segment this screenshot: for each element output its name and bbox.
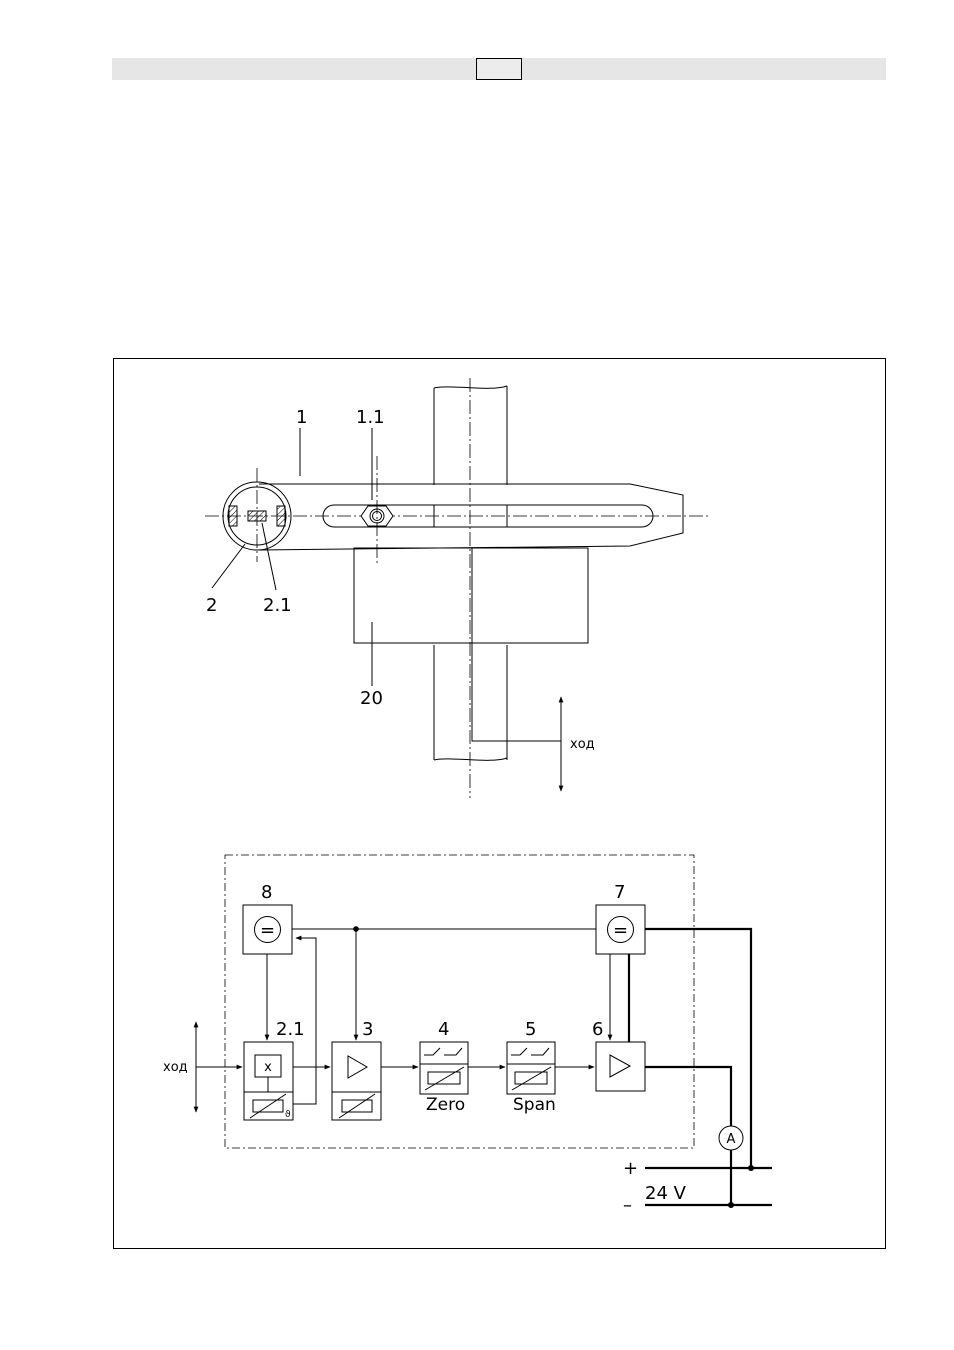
shaft-upper [434,386,507,485]
label-block-7: 7 [614,882,625,903]
block-3-amplifier [332,1042,381,1120]
housing-20 [354,548,588,643]
label-block-6: 6 [592,1019,603,1040]
label-lever-1: 1 [296,407,307,428]
label-stroke-diagram: ход [163,1060,188,1075]
mechanical-drawing: 1 1.1 2 2.1 20 ход [205,378,708,798]
slot-nut-1-1 [361,456,393,566]
label-stroke-mech: ход [570,737,595,752]
block-diagram: = 8 = 7 x ϑ 2.1 3 [163,855,772,1216]
label-block-8: 8 [261,882,272,903]
label-block-3: 3 [362,1019,373,1040]
label-magnet-2: 2 [206,595,217,616]
block-4-zero [420,1042,468,1094]
label-block-4: 4 [438,1019,449,1040]
label-housing-20: 20 [360,688,383,709]
label-zero: Zero [426,1095,465,1115]
temp-symbol: ϑ [285,1110,291,1120]
label-sensor-2-1: 2.1 [263,595,292,616]
label-slot-nut-1-1: 1.1 [356,407,385,428]
label-span: Span [513,1095,556,1115]
shaft-lower [434,645,507,760]
block-6-output-amplifier [596,1042,645,1091]
multiply-symbol: x [264,1060,272,1075]
block-5-span [507,1042,555,1094]
label-voltage: 24 V [645,1183,687,1204]
equals-8-symbol: = [260,920,275,941]
ammeter-symbol: A [727,1132,736,1147]
magnet-2 [223,468,291,562]
label-block-5: 5 [525,1019,536,1040]
label-minus: – [623,1195,632,1216]
block-2-1-sensor: x ϑ [244,1042,293,1120]
equals-7-symbol: = [613,920,628,941]
label-plus: + [623,1158,638,1179]
label-block-2-1: 2.1 [276,1019,305,1040]
